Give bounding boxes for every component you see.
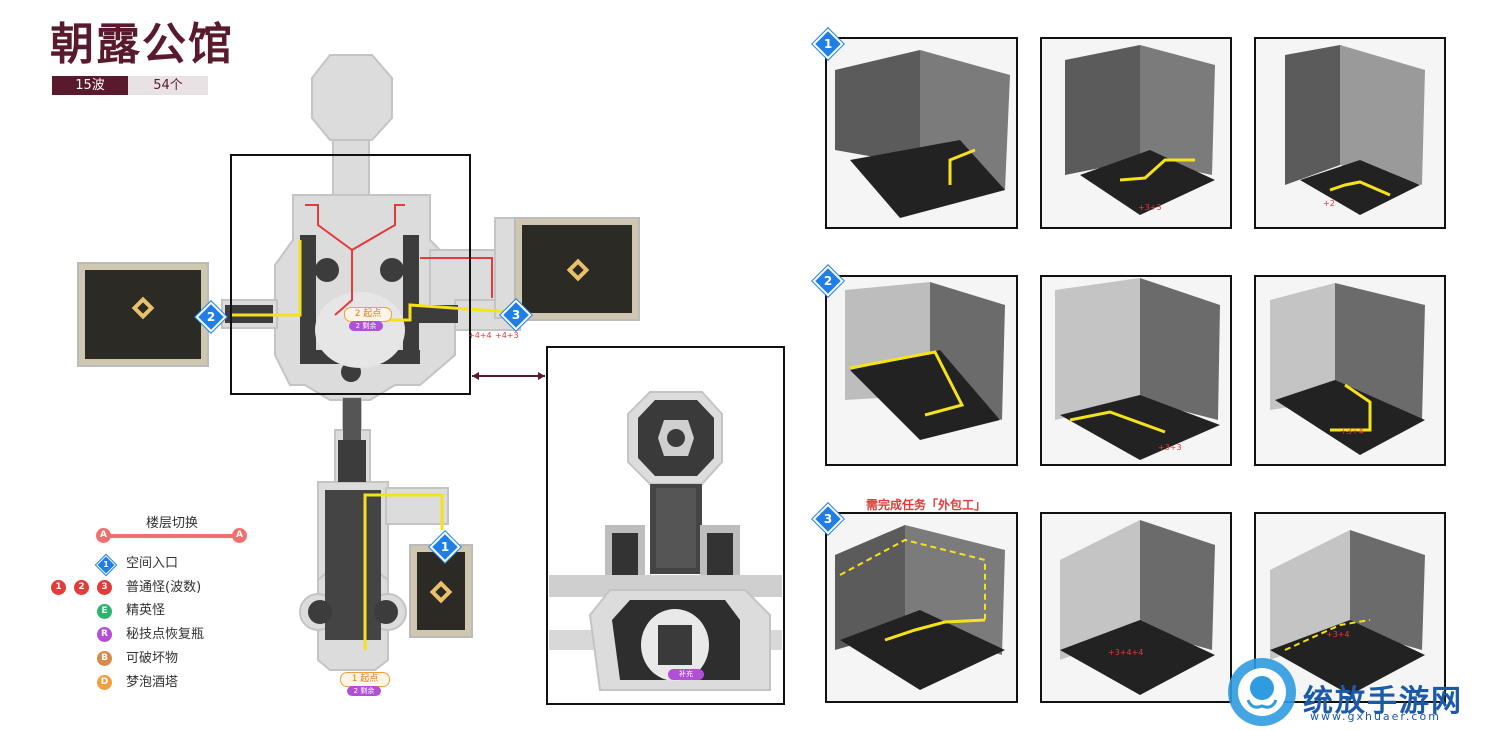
legend-item-label: 精英怪: [126, 603, 166, 618]
legend-item-label: 可破坏物: [126, 651, 179, 666]
task-requirement-note: 需完成任务「外包工」: [866, 498, 987, 512]
legend-item-label: 普通怪(波数): [126, 580, 202, 595]
page-title: 朝露公馆: [50, 19, 234, 70]
destructible-icon: B: [97, 651, 112, 666]
legend-item-label: 空间入口: [126, 556, 179, 571]
floor-switch-line: [104, 534, 240, 538]
normal-enemy-icon: 3: [97, 580, 112, 595]
elite-enemy-icon: E: [97, 604, 112, 619]
enemy-wave-label: +4+3: [495, 331, 519, 340]
side-room-left: [77, 262, 209, 367]
legend-title: 楼层切换: [145, 516, 198, 531]
enemy-wave-label: +4+4: [468, 331, 492, 340]
start-point-remaining-1: 2 剩余: [347, 686, 381, 696]
floor-switch-icon: A: [232, 528, 247, 543]
normal-enemy-icon: 2: [74, 580, 89, 595]
count-badge: 54个: [128, 76, 208, 95]
panel-wave-label: +3+3: [1138, 203, 1162, 212]
start-point-remaining-2: 2 剩余: [349, 321, 383, 331]
side-room-bottom: [409, 544, 473, 638]
restore-bottle-icon: R: [97, 627, 112, 642]
zoom-selection-frame: [230, 154, 471, 395]
panel-wave-label: +3+4: [1340, 427, 1364, 436]
panel-wave-label: +2: [1323, 199, 1335, 208]
floor-switch-icon: A: [96, 528, 111, 543]
start-point-label-2: 2 起点: [344, 307, 392, 322]
panel-wave-label: +3+4+4: [1108, 648, 1144, 657]
legend-item-label: 秘技点恢复瓶: [126, 627, 205, 642]
dream-tower-icon: D: [97, 675, 112, 690]
watermark-site-name: 统放手游网: [1303, 684, 1463, 719]
side-room-right: [514, 217, 640, 321]
enemy-path: [305, 204, 493, 316]
waves-badge: 15波: [52, 76, 128, 95]
watermark-logo-icon: [1228, 658, 1296, 726]
watermark-site-url: www.gxhuaer.com: [1310, 710, 1441, 723]
zoom-inset: [546, 346, 785, 705]
start-point-label-1: 1 起点: [340, 672, 390, 687]
supply-label: 补充: [668, 669, 704, 680]
panel-wave-label: +3+4: [1326, 630, 1350, 639]
panel-wave-label: +3+3: [1158, 443, 1182, 452]
normal-enemy-icon: 1: [51, 580, 66, 595]
panel-grid: [825, 37, 1446, 703]
legend-item-label: 梦泡酒塔: [126, 675, 179, 690]
